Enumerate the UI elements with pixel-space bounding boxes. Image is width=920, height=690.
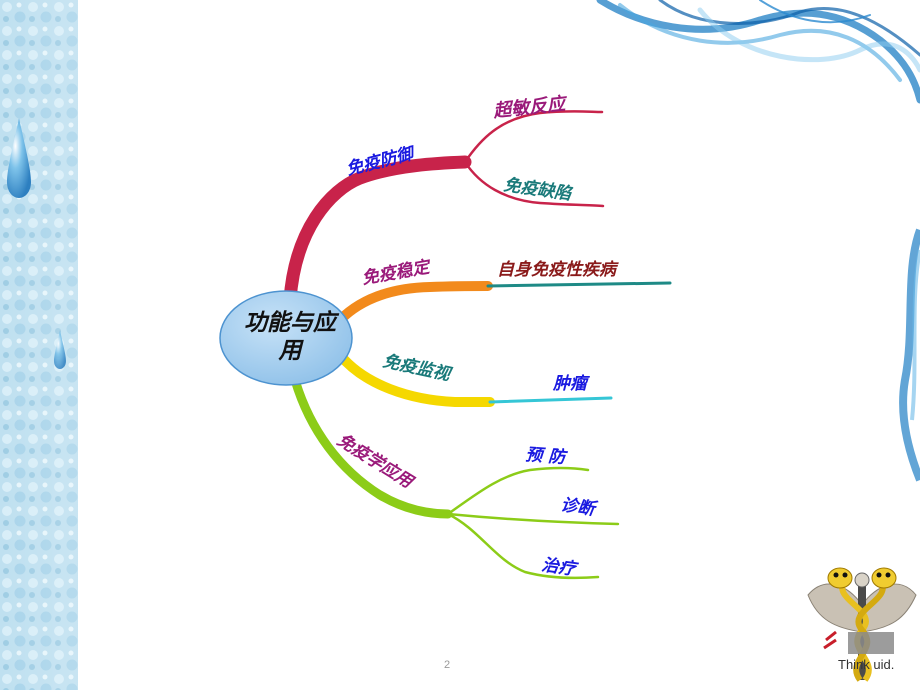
water-drop-icon: [54, 330, 66, 369]
sub-branch-hypersensitivity: [463, 110, 604, 164]
page-number: 2: [444, 659, 451, 671]
sub-branch-diagnosis: [446, 512, 620, 526]
center-node: 功能与应 用: [219, 290, 353, 386]
center-label-line2: 用: [278, 338, 305, 364]
branch-monitor: [335, 350, 495, 407]
center-label-line1: 功能与应: [244, 309, 340, 336]
branch-lines: [283, 155, 495, 519]
label-tumor: 肿瘤: [552, 374, 590, 394]
label-prevention: 预 防: [525, 445, 569, 468]
label-immunodeficiency: 免疫缺陷: [502, 175, 574, 205]
sub-branch-autoimmune: [486, 281, 672, 288]
sub-branch-immunodeficiency: [463, 160, 605, 208]
smoke-swirl-decor: [596, 0, 920, 104]
label-monitor: 免疫监视: [381, 351, 455, 385]
sub-branch-lines: [446, 110, 672, 580]
label-hypersensitivity: 超敏反应: [491, 93, 569, 122]
water-drop-icon: [7, 118, 31, 198]
branch-applied: [290, 375, 453, 519]
branch-stability: [335, 281, 493, 325]
label-autoimmune: 自身免疫性疾病: [497, 260, 619, 280]
brand-text: Think uid.: [838, 657, 895, 672]
branch-defense: [283, 155, 472, 307]
sub-branch-tumor: [488, 396, 613, 404]
label-diagnosis: 诊断: [559, 495, 599, 520]
left-bubble-strip: [0, 0, 78, 690]
smoke-swirl-decor: [899, 228, 920, 482]
sub-branch-prevention: [446, 466, 590, 516]
sub-branch-treatment: [446, 512, 600, 580]
caduceus-snake-logo: [807, 567, 917, 682]
